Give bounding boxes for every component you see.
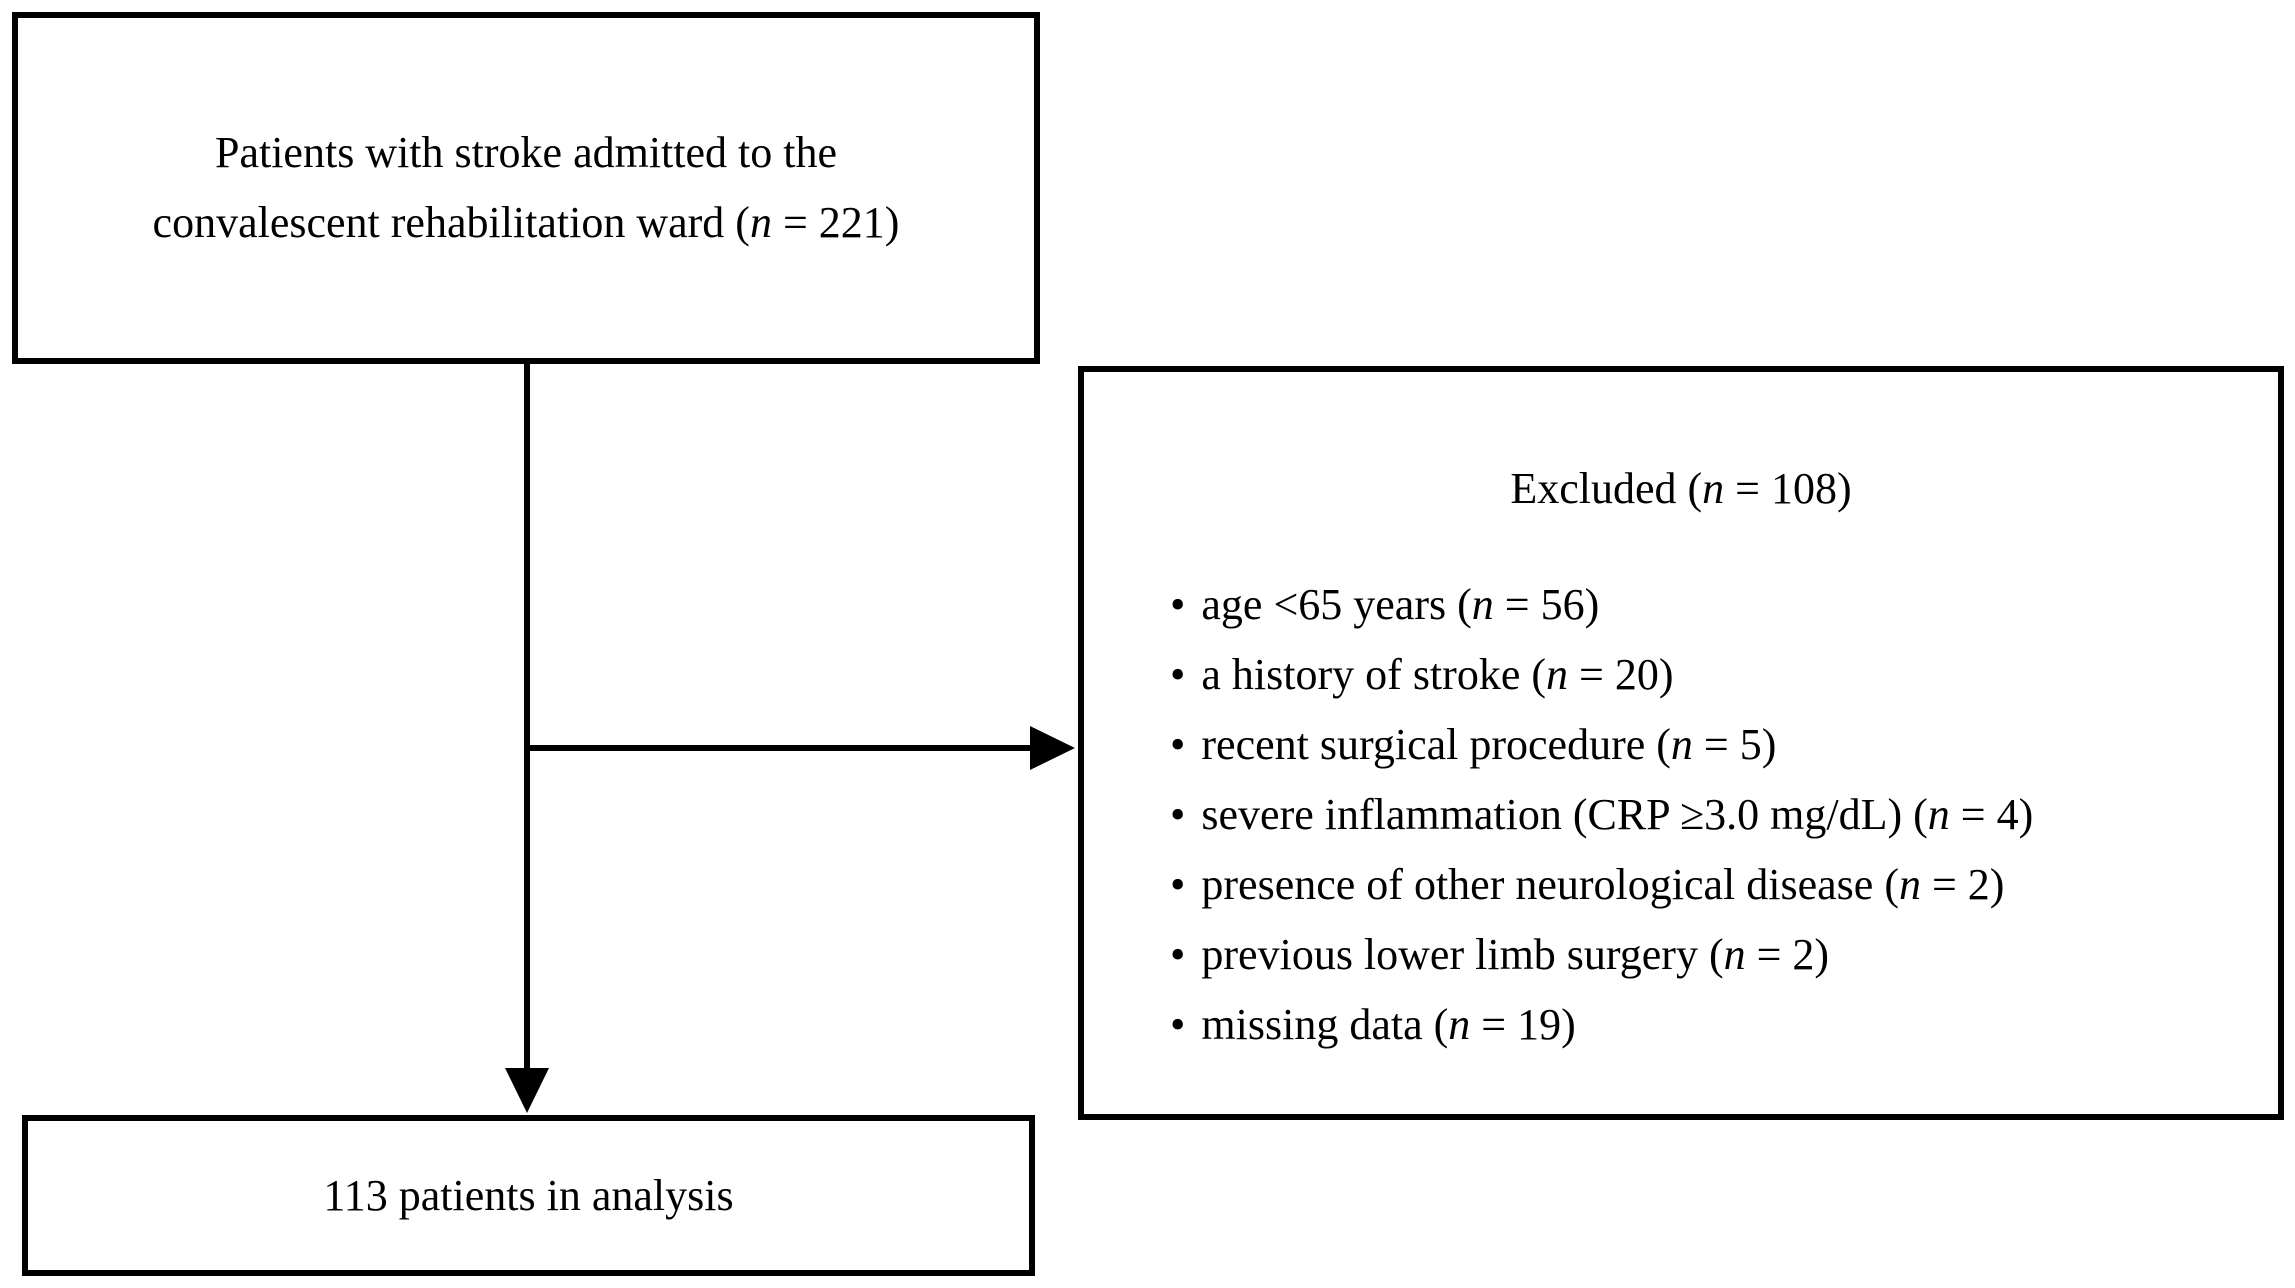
right-arrowhead-icon — [1030, 726, 1075, 770]
down-arrowhead-icon — [505, 1068, 549, 1113]
exclusion-item: •a history of stroke (n = 20) — [1170, 640, 2258, 710]
excluded-box: Excluded (n = 108) •age <65 years (n = 5… — [1078, 366, 2284, 1120]
excluded-title: Excluded (n = 108) — [1510, 464, 1852, 513]
bullet-icon: • — [1170, 650, 1186, 699]
bullet-icon: • — [1170, 790, 1186, 839]
enrollment-line2: convalescent rehabilitation ward (n = 22… — [152, 198, 900, 247]
n-symbol: n — [1546, 650, 1568, 699]
n-symbol: n — [1702, 464, 1725, 513]
analysis-box: 113 patients in analysis — [22, 1115, 1035, 1276]
exclusion-item: •age <65 years (n = 56) — [1170, 570, 2258, 640]
bullet-icon: • — [1170, 580, 1186, 629]
exclusion-list: •age <65 years (n = 56)•a history of str… — [1084, 570, 2278, 1060]
bullet-icon: • — [1170, 930, 1186, 979]
n-symbol: n — [1927, 790, 1950, 839]
enrollment-line1: Patients with stroke admitted to the — [214, 128, 837, 177]
exclusion-item: •missing data (n = 19) — [1170, 990, 2258, 1060]
exclusion-item: •severe inflammation (CRP ≥3.0 mg/dL) (n… — [1170, 780, 2258, 850]
enrollment-text: Patients with stroke admitted to the con… — [153, 118, 900, 258]
down-arrow — [505, 364, 549, 1113]
exclusion-item: •previous lower limb surgery (n = 2) — [1170, 920, 2258, 990]
right-arrow — [527, 726, 1075, 770]
n-symbol: n — [1448, 1000, 1471, 1049]
n-symbol: n — [1723, 930, 1746, 979]
n-symbol: n — [1898, 860, 1921, 909]
bullet-icon: • — [1170, 1000, 1186, 1049]
bullet-icon: • — [1170, 720, 1186, 769]
analysis-text: 113 patients in analysis — [323, 1170, 734, 1220]
n-symbol: n — [1471, 580, 1494, 629]
bullet-icon: • — [1170, 860, 1186, 909]
n-symbol: n — [1670, 720, 1693, 769]
exclusion-item: •recent surgical procedure (n = 5) — [1170, 710, 2258, 780]
exclusion-item: •presence of other neurological disease … — [1170, 850, 2258, 920]
n-symbol: n — [749, 198, 772, 247]
enrollment-box: Patients with stroke admitted to the con… — [12, 12, 1040, 364]
